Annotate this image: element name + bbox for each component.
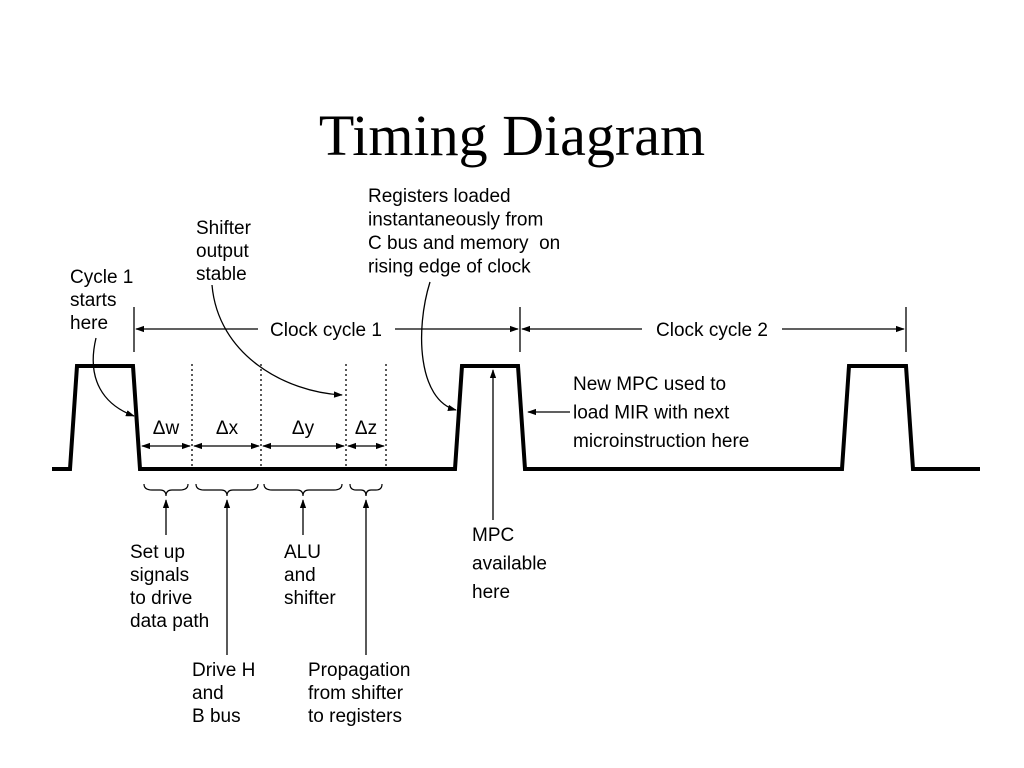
- label-line: stable: [196, 264, 247, 285]
- brace-y: [263, 483, 343, 497]
- label-line: B bus: [192, 706, 241, 727]
- page-title: Timing Diagram: [319, 103, 705, 168]
- label-line: Drive H: [192, 660, 255, 681]
- label-line: load MIR with next: [573, 403, 730, 424]
- shifter-stable-arrow: [211, 284, 343, 398]
- delta-x-label: Δx: [216, 418, 239, 439]
- clock-waveform: [52, 364, 980, 471]
- brace-x: [195, 483, 259, 497]
- delta-z-label: Δz: [355, 418, 377, 439]
- label-line: data path: [130, 611, 209, 632]
- label-line: MPC: [472, 525, 514, 546]
- label-line: shifter: [284, 588, 336, 609]
- label-line: to drive: [130, 588, 192, 609]
- label-line: Registers loaded: [368, 186, 511, 207]
- label-line: Shifter: [196, 218, 252, 239]
- label-line: available: [472, 554, 547, 575]
- label-line: Propagation: [308, 660, 410, 681]
- label-line: C bus and memory on: [368, 233, 560, 254]
- new-mpc-label: New MPC used to load MIR with next microin…: [573, 374, 749, 452]
- label-line: signals: [130, 565, 189, 586]
- label-line: and: [284, 565, 316, 586]
- delta-y-label: Δy: [292, 418, 315, 439]
- label-line: rising edge of clock: [368, 257, 531, 278]
- label-line: New MPC used to: [573, 374, 726, 395]
- label-line: starts: [70, 290, 116, 311]
- label-line: instantaneously from: [368, 210, 543, 231]
- brace-w: [143, 483, 189, 497]
- delta-w-label: Δw: [153, 418, 180, 439]
- label-line: ALU: [284, 542, 321, 563]
- clock-cycle-2-label: Clock cycle 2: [656, 320, 768, 341]
- clock-cycle-1-label: Clock cycle 1: [270, 320, 382, 341]
- label-line: Set up: [130, 542, 185, 563]
- registers-loaded-arrow: [420, 281, 457, 411]
- label-line: microinstruction here: [573, 431, 749, 452]
- brace-z: [349, 483, 383, 497]
- label-line: and: [192, 683, 224, 704]
- mpc-available-label: MPC available here: [472, 525, 547, 603]
- label-line: output: [196, 241, 250, 262]
- label-line: here: [472, 582, 510, 603]
- label-line: from shifter: [308, 683, 404, 704]
- cycle1-start-arrow: [92, 337, 135, 417]
- label-line: to registers: [308, 706, 402, 727]
- label-line: here: [70, 313, 108, 334]
- label-line: Cycle 1: [70, 267, 133, 288]
